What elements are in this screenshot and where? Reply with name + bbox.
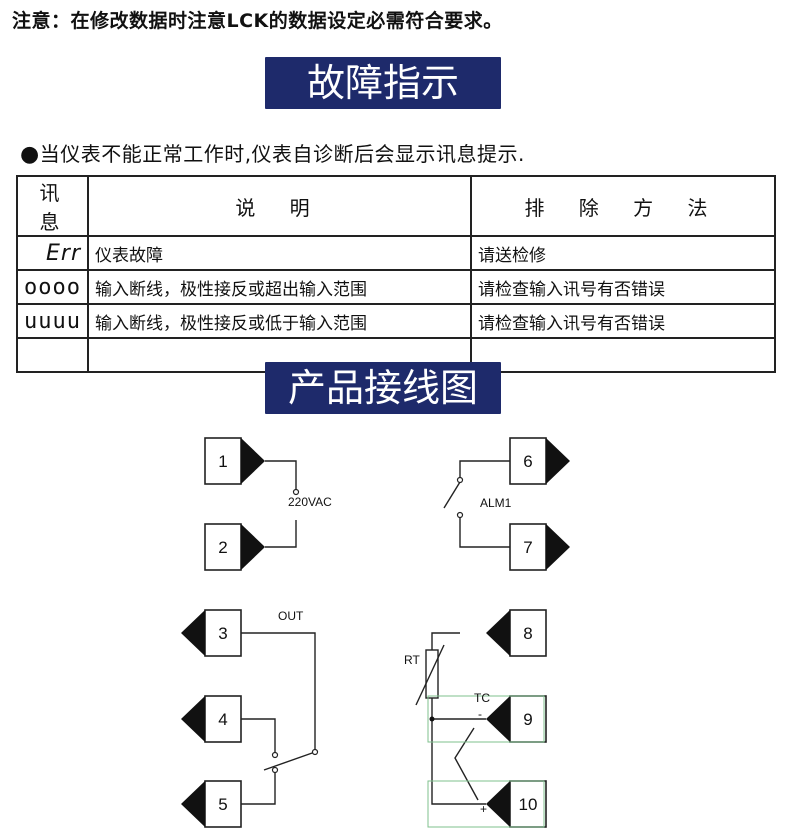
header-remedy: 排 除 方 法 [470,175,776,237]
tc-plus-label: + [480,802,487,816]
terminal-7-arrow [546,524,570,570]
terminal-8-label: 8 [523,624,532,643]
terminal-3-label: 3 [218,624,227,643]
wire-7 [459,517,510,548]
message-cell [16,337,89,373]
wiring-diagram: 1 2 3 4 5 6 7 8 9 10 [181,437,570,828]
table-row: Err 仪表故障 请送检修 [16,235,776,271]
alm-contact-dot-bottom [456,511,464,519]
terminal-10-label: 10 [519,795,538,814]
terminal-2-label: 2 [218,538,227,557]
wire-4 [241,718,276,753]
remedy-cell: 请检查输入讯号有否错误 [470,269,776,305]
table-row: uuuu 输入断线，极性接反或低于输入范围 请检查输入讯号有否错误 [16,303,776,339]
remedy-cell [470,337,776,373]
header-description: 说 明 [87,175,472,237]
lck-note: 注意：在修改数据时注意LCK的数据设定必需符合要求。 [12,10,503,32]
terminal-5-label: 5 [218,795,227,814]
message-err: Err [16,235,89,271]
out-contact-dot-3 [311,748,319,756]
remedy-cell: 请送检修 [470,235,776,271]
terminal-3-arrow [181,610,205,656]
terminal-9-arrow [486,696,510,742]
terminal-10-arrow [486,781,510,827]
wire-1 [265,460,297,490]
terminal-6-label: 6 [523,452,532,471]
wiring-diagram-title: 产品接线图 [265,362,501,414]
description-cell: 仪表故障 [87,235,472,271]
alarm-label: ALM1 [480,496,512,510]
wire-2 [265,520,297,548]
rtd-arrow-line [415,644,445,706]
terminal-8-arrow [486,610,510,656]
junction-dot [429,716,435,722]
power-label: 220VAC [288,495,332,509]
terminal-1-label: 1 [218,452,227,471]
fault-table: 讯 息 说 明 排 除 方 法 Err 仪表故障 请送检修 oooo 输入断线，… [16,175,776,373]
wire-6 [459,460,510,478]
tc-junction [454,727,479,801]
terminal-4-arrow [181,696,205,742]
description-cell: 输入断线，极性接反或超出输入范围 [87,269,472,305]
tc-highlight-box [427,695,545,743]
terminal-2-arrow [241,524,265,570]
table-row: oooo 输入断线，极性接反或超出输入范围 请检查输入讯号有否错误 [16,269,776,305]
bullet-icon: ● [20,142,40,167]
terminal-4-label: 4 [218,710,227,729]
message-overrange: oooo [16,269,89,305]
remedy-cell: 请检查输入讯号有否错误 [470,303,776,339]
wire-10 [431,719,486,805]
table-header-row: 讯 息 说 明 排 除 方 法 [16,175,776,237]
out-contact-dot-5 [271,766,279,774]
fault-indication-title: 故障指示 [265,57,501,109]
alm-contact-dot-top [456,476,464,484]
wire-8 [431,632,460,650]
header-message: 讯 息 [16,175,89,237]
wire-3 [241,632,316,752]
power-terminal-dot [292,488,300,496]
out-switch-blade [263,751,316,771]
terminal-6-arrow [546,438,570,484]
fault-intro: ●当仪表不能正常工作时,仪表自诊断后会显示讯息提示. [20,138,525,167]
description-cell: 输入断线，极性接反或低于输入范围 [87,303,472,339]
output-label: OUT [278,609,304,623]
alm-switch-blade [443,481,461,509]
message-underrange: uuuu [16,303,89,339]
terminal-1-arrow [241,438,265,484]
fault-intro-text: 当仪表不能正常工作时,仪表自诊断后会显示讯息提示. [39,142,525,166]
rtd-resistor [425,649,439,699]
terminal-7-label: 7 [523,538,532,557]
terminal-9-label: 9 [523,710,532,729]
wire-5 [241,772,276,805]
tc-label: TC [474,691,490,705]
tc-highlight-box-lower [427,780,545,828]
rtd-label: RT [404,653,420,667]
out-contact-dot-4 [271,751,279,759]
terminal-5-arrow [181,781,205,827]
tc-minus-label: - [478,707,482,721]
